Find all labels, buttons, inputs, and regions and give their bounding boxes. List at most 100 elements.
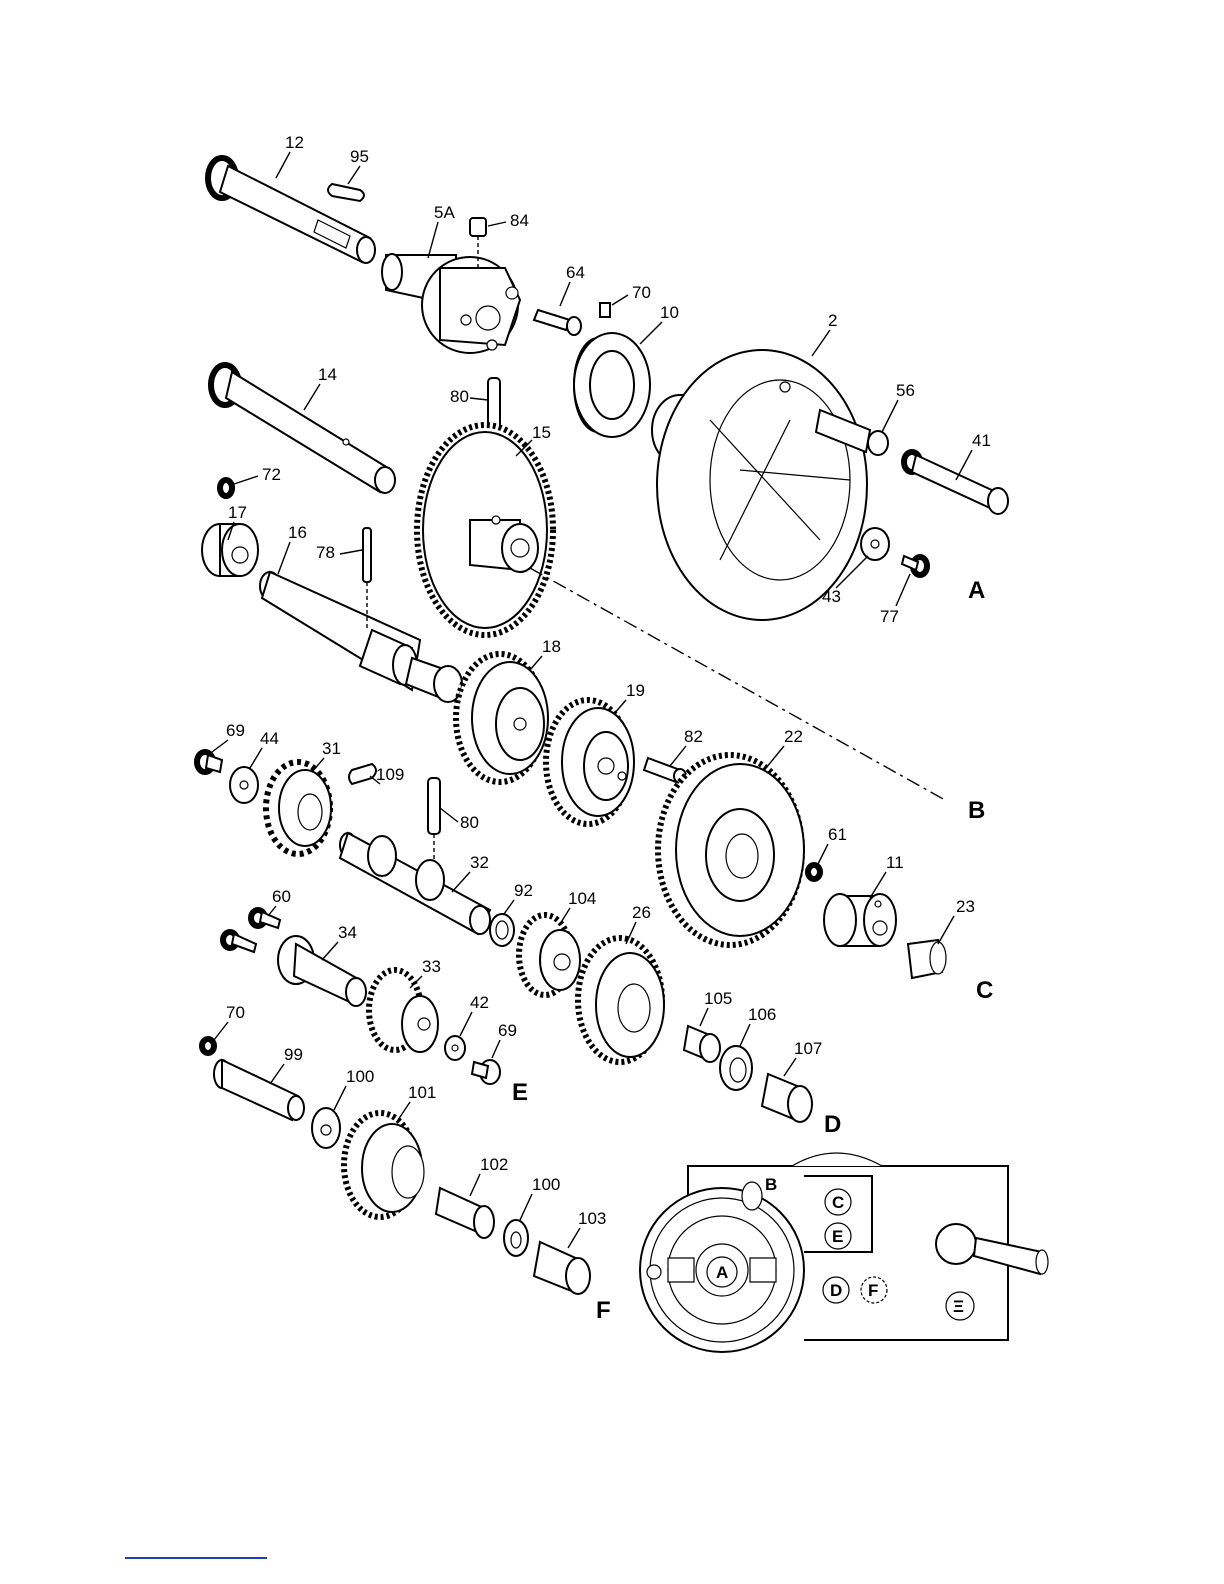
gear-101 <box>344 1113 424 1217</box>
washer-92 <box>490 914 514 946</box>
setscrew-61 <box>808 865 820 879</box>
gear-18 <box>456 654 548 782</box>
label-106: 106 <box>748 1005 776 1024</box>
gear-19 <box>546 700 634 824</box>
gear-31 <box>266 762 331 854</box>
bushing-5a <box>382 254 520 353</box>
label-100-upper: 100 <box>346 1067 374 1086</box>
label-69-lower: 69 <box>498 1021 517 1040</box>
shaft-14 <box>211 365 395 493</box>
label-5a: 5A <box>434 203 455 222</box>
pin-80-lower <box>428 778 440 872</box>
setscrew-70 <box>600 303 610 317</box>
inset-label-b: B <box>765 1175 777 1194</box>
label-33: 33 <box>422 957 441 976</box>
label-11: 11 <box>886 853 904 872</box>
gear-33 <box>369 970 438 1052</box>
label-18: 18 <box>542 637 561 656</box>
label-42: 42 <box>470 993 489 1012</box>
group-label-e: E <box>512 1079 528 1106</box>
shaft-99 <box>214 1060 304 1120</box>
label-101: 101 <box>408 1083 436 1102</box>
washer-106 <box>720 1046 752 1090</box>
collar-11 <box>824 894 896 946</box>
screws-60 <box>223 910 280 952</box>
washer-42 <box>445 1036 465 1060</box>
label-15: 15 <box>532 423 551 442</box>
setscrew-72 <box>220 480 232 496</box>
label-78: 78 <box>316 543 335 562</box>
label-17: 17 <box>228 503 247 522</box>
label-26: 26 <box>632 903 651 922</box>
label-31: 31 <box>322 739 341 758</box>
label-23: 23 <box>956 897 975 916</box>
label-82: 82 <box>684 727 703 746</box>
group-label-c: C <box>976 977 993 1004</box>
label-100-lower: 100 <box>532 1175 560 1194</box>
location-inset: B C E D F A Ξ <box>640 1153 1048 1352</box>
group-label-b: B <box>968 797 985 824</box>
inset-label-c: C <box>832 1193 844 1212</box>
group-label-d: D <box>824 1111 841 1138</box>
label-19: 19 <box>626 681 645 700</box>
screw-64 <box>534 310 581 335</box>
label-70-lower: 70 <box>226 1003 245 1022</box>
shaft-32 <box>340 833 490 934</box>
label-10: 10 <box>660 303 679 322</box>
label-77: 77 <box>880 607 899 626</box>
label-61: 61 <box>828 825 847 844</box>
bushing-105 <box>684 1026 720 1062</box>
label-84: 84 <box>510 211 529 230</box>
inset-label-e: E <box>832 1227 843 1246</box>
bushing-103 <box>534 1242 590 1294</box>
label-72: 72 <box>262 465 281 484</box>
label-105: 105 <box>704 989 732 1008</box>
label-102: 102 <box>480 1155 508 1174</box>
washer-100-upper <box>312 1108 340 1148</box>
label-92: 92 <box>514 881 533 900</box>
part-number-labels: 12 95 5A 84 64 70 10 2 14 80 15 56 41 72… <box>212 133 991 1248</box>
handwheel-2 <box>652 350 867 620</box>
label-2: 2 <box>828 311 837 330</box>
inset-label-f: F <box>868 1281 878 1300</box>
gear-104 <box>519 915 580 995</box>
inset-label-knob: Ξ <box>953 1297 964 1316</box>
label-99: 99 <box>284 1045 303 1064</box>
label-60: 60 <box>272 887 291 906</box>
inset-label-a: A <box>716 1263 728 1282</box>
label-70-upper: 70 <box>632 283 651 302</box>
bushing-102 <box>436 1188 494 1238</box>
label-32: 32 <box>470 853 489 872</box>
label-104: 104 <box>568 889 596 908</box>
key-109 <box>349 764 376 784</box>
gear-15 <box>417 425 553 635</box>
label-95: 95 <box>350 147 369 166</box>
inset-label-d: D <box>830 1281 842 1300</box>
screw-77 <box>902 556 927 575</box>
footer-rule <box>125 1557 267 1559</box>
label-64: 64 <box>566 263 585 282</box>
label-34: 34 <box>338 923 357 942</box>
group-label-f: F <box>596 1297 611 1324</box>
label-103: 103 <box>578 1209 606 1228</box>
screw-69-lower <box>472 1060 500 1084</box>
group-label-a: A <box>968 577 985 604</box>
label-56: 56 <box>896 381 915 400</box>
label-43: 43 <box>822 587 841 606</box>
label-22: 22 <box>784 727 803 746</box>
washer-43 <box>861 528 889 560</box>
label-16: 16 <box>288 523 307 542</box>
shaft-12 <box>208 158 375 263</box>
label-80-upper: 80 <box>450 387 469 406</box>
handle-23 <box>908 940 946 978</box>
label-107: 107 <box>794 1039 822 1058</box>
key-95 <box>328 184 364 201</box>
label-44: 44 <box>260 729 279 748</box>
washer-44 <box>230 767 258 803</box>
label-109: 109 <box>376 765 404 784</box>
shaft-34 <box>278 936 366 1006</box>
setscrew-70-lower <box>202 1039 214 1053</box>
label-69-upper: 69 <box>226 721 245 740</box>
gear-22 <box>658 755 804 945</box>
